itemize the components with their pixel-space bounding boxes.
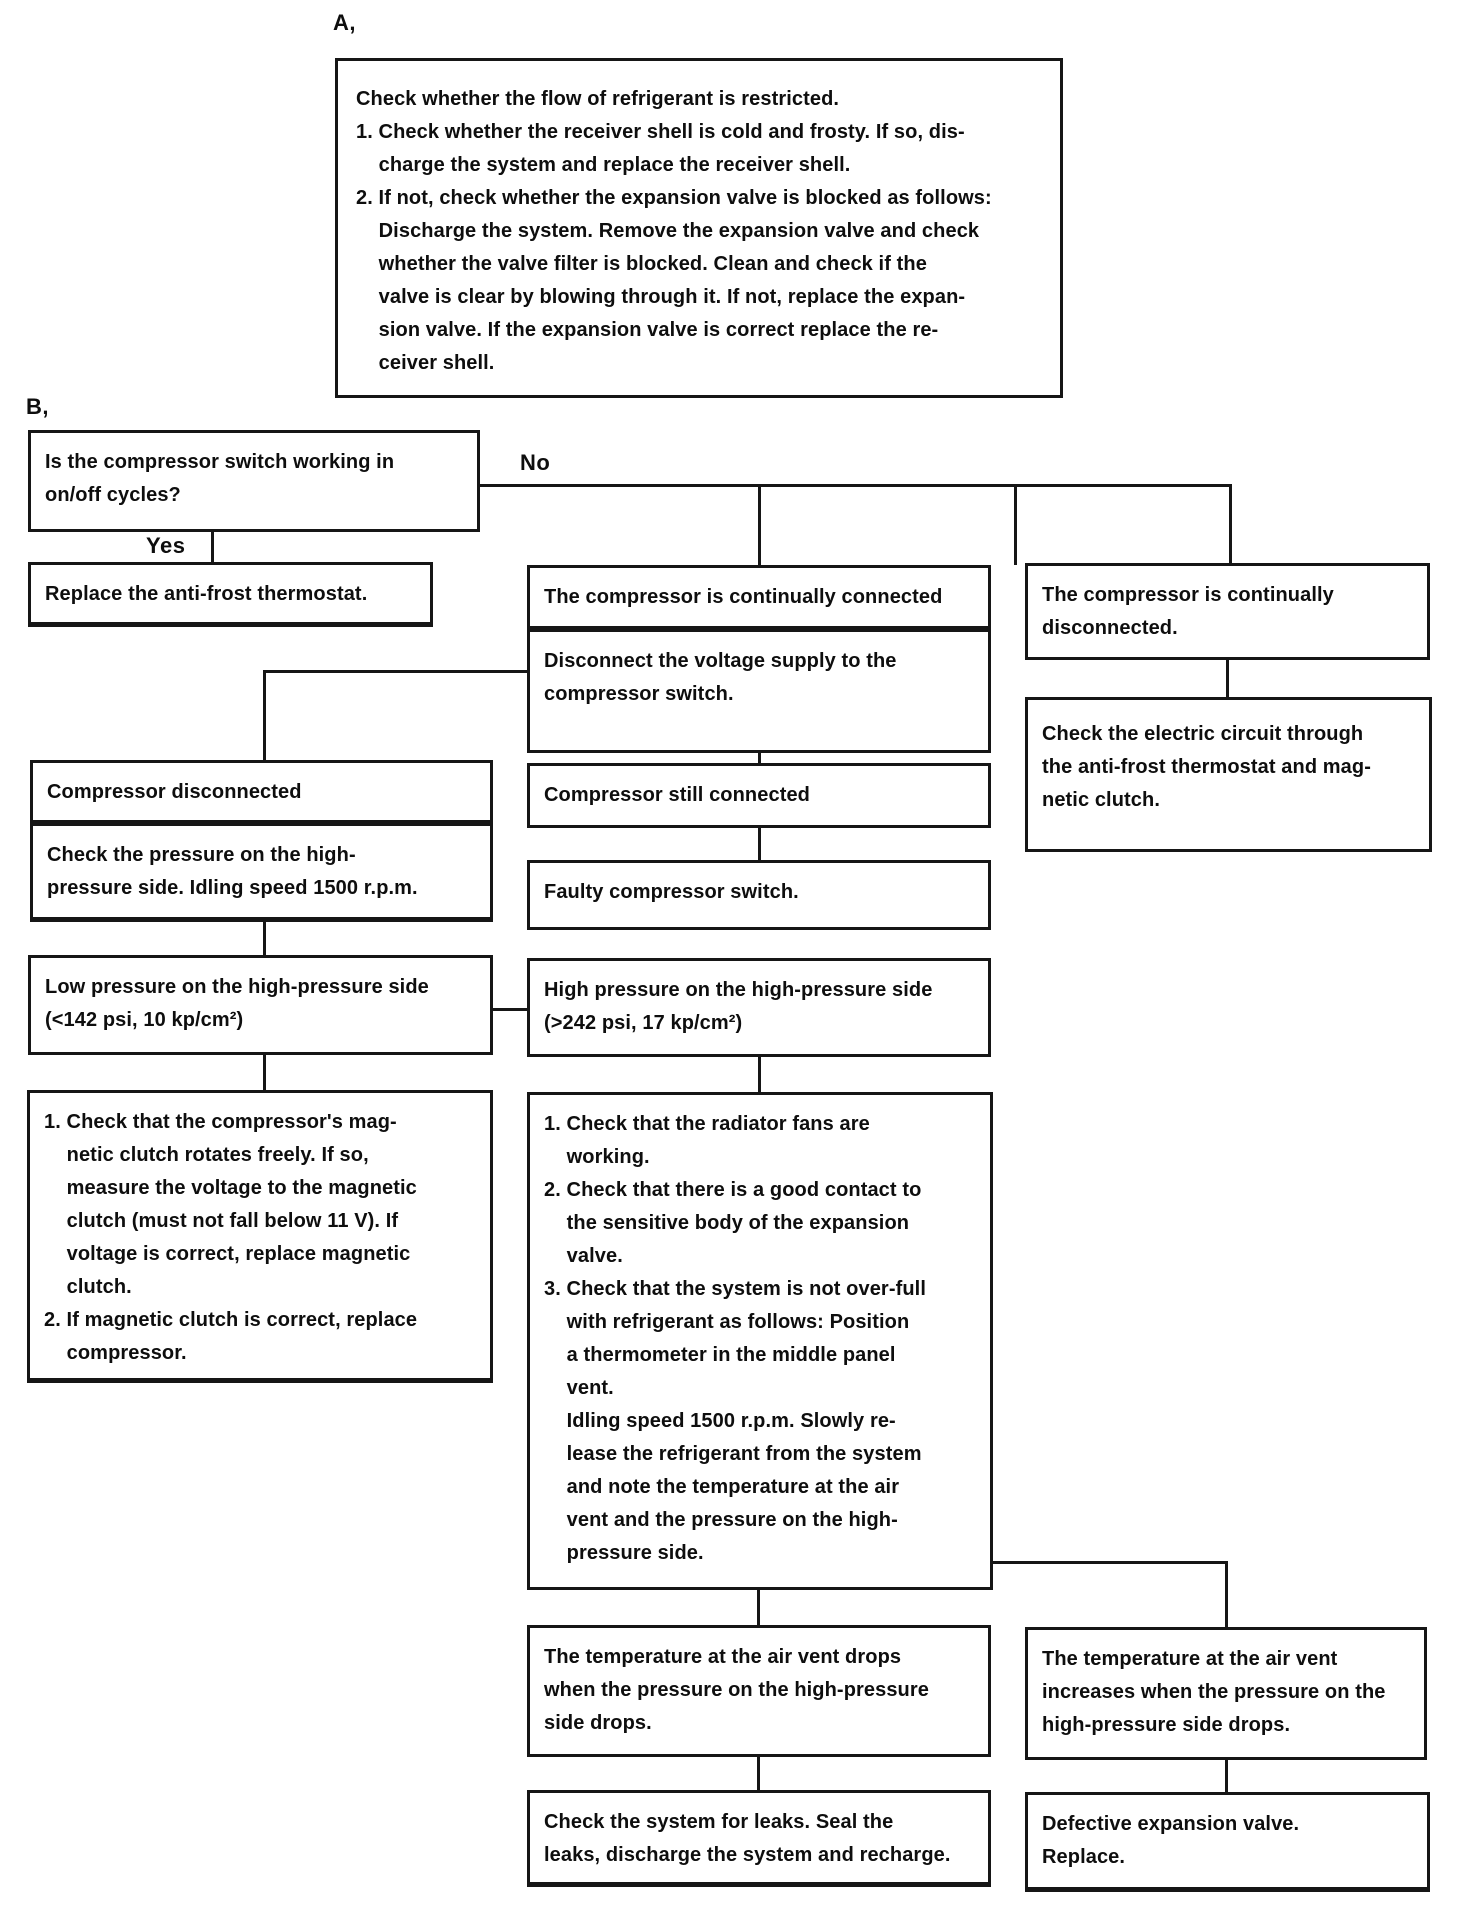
replace-thermostat-box: Replace the anti-frost thermostat. xyxy=(28,562,433,627)
connector-below-temp-increases xyxy=(1225,1760,1228,1795)
connector-drop-to-temp-increases xyxy=(1225,1561,1228,1630)
connector-drop-to-compressor-disconnected xyxy=(263,670,266,763)
section-a-label: A, xyxy=(333,10,356,35)
connector-below-still-connected xyxy=(758,828,761,863)
connector-yes-drop xyxy=(211,532,214,562)
connector-below-temp-drops xyxy=(757,1757,760,1793)
section-b-label: B, xyxy=(26,394,49,419)
continually-disconnected-box: The compressor is continually disconnect… xyxy=(1025,563,1430,660)
check-pressure-box: Check the pressure on the high- pressure… xyxy=(30,823,493,922)
connector-below-radiator-fans xyxy=(757,1590,760,1628)
check-flow-box: Check whether the flow of refrigerant is… xyxy=(335,58,1063,398)
temp-drops-box: The temperature at the air vent drops wh… xyxy=(527,1625,991,1757)
connector-right-horizontal xyxy=(991,1561,1228,1564)
connector-drop-to-connected xyxy=(758,484,761,568)
connector-below-low-pressure xyxy=(263,1055,266,1093)
connector-below-disconnect-voltage xyxy=(758,753,761,766)
low-pressure-box: Low pressure on the high-pressure side (… xyxy=(28,955,493,1055)
connector-below-check-pressure xyxy=(263,922,266,958)
check-leaks-box: Check the system for leaks. Seal the lea… xyxy=(527,1790,991,1887)
continually-connected-box: The compressor is continually connected xyxy=(527,565,991,629)
connector-drop-to-disconnected xyxy=(1229,484,1232,565)
still-connected-box: Compressor still connected xyxy=(527,763,991,828)
connector-no-horizontal xyxy=(480,484,1232,487)
defective-valve-box: Defective expansion valve. Replace. xyxy=(1025,1792,1430,1892)
check-radiator-fans-box: 1. Check that the radiator fans are work… xyxy=(527,1092,993,1590)
disconnect-voltage-box: Disconnect the voltage supply to the com… xyxy=(527,629,991,753)
temp-increases-box: The temperature at the air vent increase… xyxy=(1025,1627,1427,1760)
faulty-switch-box: Faulty compressor switch. xyxy=(527,860,991,930)
connector-disconnected-to-circuit xyxy=(1226,660,1229,700)
compressor-disconnected-box: Compressor disconnected xyxy=(30,760,493,823)
high-pressure-box: High pressure on the high-pressure side … xyxy=(527,958,991,1057)
connector-drop-inner xyxy=(1014,484,1017,565)
connector-low-high-link xyxy=(493,1008,527,1011)
check-electric-circuit-box: Check the electric circuit through the a… xyxy=(1025,697,1432,852)
connector-left-horizontal xyxy=(263,670,527,673)
check-magnetic-clutch-box: 1. Check that the compressor's mag- neti… xyxy=(27,1090,493,1383)
compressor-switch-question-box: Is the compressor switch working in on/o… xyxy=(28,430,480,532)
no-branch-label: No xyxy=(520,450,551,475)
yes-branch-label: Yes xyxy=(146,533,186,558)
connector-below-high-pressure xyxy=(758,1057,761,1095)
